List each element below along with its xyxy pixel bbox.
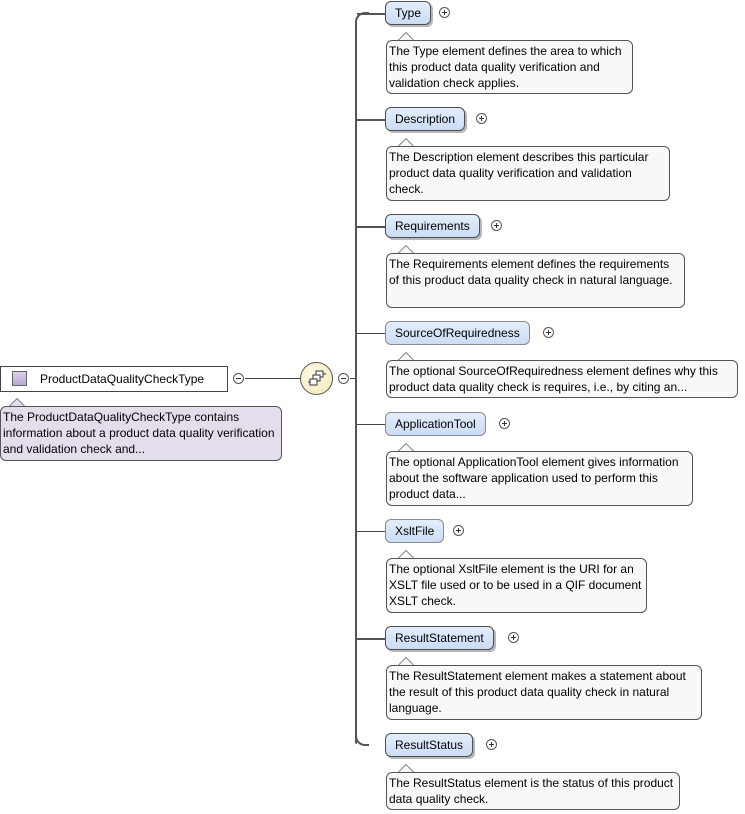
root-type-node[interactable]: ProductDataQualityCheckType	[0, 366, 228, 392]
expand-result-statement-icon[interactable]	[508, 632, 519, 643]
sequence-compositor[interactable]	[300, 362, 333, 395]
element-result-status[interactable]: ResultStatus	[385, 733, 474, 757]
element-description[interactable]: Description	[385, 107, 466, 131]
expand-source-of-requiredness-icon[interactable]	[543, 327, 554, 338]
expand-application-tool-icon[interactable]	[499, 418, 510, 429]
branch-type	[357, 13, 386, 15]
sequence-icon	[308, 370, 326, 386]
expand-type-icon[interactable]	[439, 7, 450, 18]
element-source-of-requiredness[interactable]: SourceOfRequiredness	[385, 321, 530, 345]
collapse-root-icon[interactable]	[233, 373, 244, 384]
branch-description	[357, 119, 386, 121]
root-annotation: The ProductDataQualityCheckType contains…	[0, 406, 282, 461]
element-type[interactable]: Type	[385, 1, 432, 25]
annotation-pointer	[397, 443, 415, 452]
annotation-description: The Description element describes this p…	[386, 146, 670, 201]
sequence-connector	[350, 378, 356, 379]
annotation-pointer	[397, 245, 415, 254]
annotation-result-statement: The ResultStatement element makes a stat…	[386, 665, 702, 720]
branch-result-statement	[357, 638, 386, 640]
complex-type-icon	[12, 371, 27, 386]
annotation-pointer	[397, 352, 415, 361]
annotation-pointer	[397, 550, 415, 559]
trunk-bottom-corner	[355, 734, 369, 746]
branch-requirements	[357, 226, 386, 228]
root-connector	[245, 378, 300, 379]
annotation-pointer	[397, 138, 415, 147]
collapse-sequence-icon[interactable]	[338, 373, 349, 384]
expand-description-icon[interactable]	[476, 113, 487, 124]
annotation-source-of-requiredness: The optional SourceOfRequiredness elemen…	[386, 360, 738, 398]
annotation-xslt-file: The optional XsltFile element is the URI…	[386, 558, 647, 613]
tree-trunk	[355, 22, 357, 744]
element-requirements[interactable]: Requirements	[385, 214, 480, 238]
annotation-requirements: The Requirements element defines the req…	[386, 253, 685, 308]
annotation-pointer	[397, 657, 415, 666]
annotation-pointer	[397, 32, 415, 41]
element-application-tool[interactable]: ApplicationTool	[385, 412, 486, 436]
element-result-statement[interactable]: ResultStatement	[385, 626, 494, 650]
root-annotation-pointer	[8, 398, 26, 407]
expand-requirements-icon[interactable]	[491, 220, 502, 231]
expand-result-status-icon[interactable]	[486, 739, 497, 750]
annotation-pointer	[397, 764, 415, 773]
annotation-application-tool: The optional ApplicationTool element giv…	[386, 451, 693, 506]
annotation-result-status: The ResultStatus element is the status o…	[386, 772, 680, 810]
branch-source-of-requiredness	[357, 333, 386, 334]
branch-application-tool	[357, 424, 386, 425]
expand-xslt-file-icon[interactable]	[453, 525, 464, 536]
root-type-name: ProductDataQualityCheckType	[40, 372, 205, 386]
annotation-type: The Type element defines the area to whi…	[386, 40, 633, 94]
branch-xslt-file	[357, 531, 386, 532]
element-xslt-file[interactable]: XsltFile	[385, 519, 445, 543]
